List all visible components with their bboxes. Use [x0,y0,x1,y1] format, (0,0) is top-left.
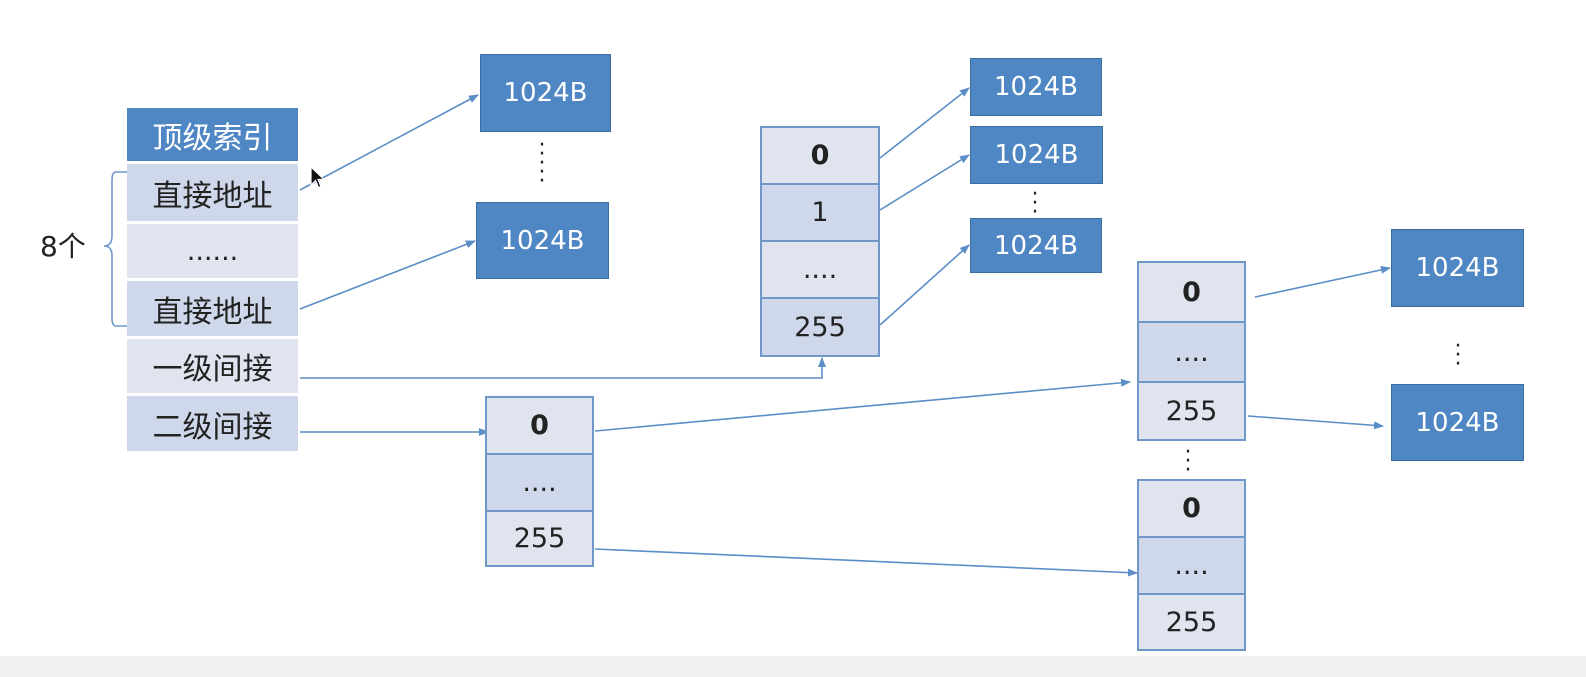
count-bracket [103,171,128,327]
arrow-l2-255 [594,548,1138,577]
second-index-a-cell-255: 255 [1137,381,1246,441]
arrow-idx-1 [879,154,970,211]
index-block-cell-255: 255 [760,297,880,357]
second-index-a-cell-ellipsis: .... [1137,321,1246,383]
arrow-l3-0 [1254,265,1391,298]
data-block-direct-8: 1024B [476,202,609,279]
data-block-single-0: 1024B [970,58,1102,116]
bottom-bar [0,656,1586,677]
index-block-cell-1: 1 [760,183,880,242]
data-block-direct-1: 1024B [480,54,611,132]
second-index-b-cell-0: 0 [1137,479,1246,538]
top-index-header: 顶级索引 [127,108,298,161]
mouse-cursor-icon [310,166,326,189]
double-index-cell-ellipsis: .... [485,453,594,512]
vertical-ellipsis: · · · [1184,440,1192,483]
arrow-single-indirect [300,357,826,379]
data-block-double-0: 1024B [1391,229,1524,307]
index-block-cell-ellipsis: .... [760,240,880,299]
double-index-cell-255: 255 [485,510,594,567]
double-indirect-row: 二级间接 [127,396,298,451]
direct-address-ellipsis-row: ...... [127,224,298,278]
arrow-l2-0 [594,378,1131,432]
direct-address-row-8: 直接地址 [127,281,298,336]
second-index-a-cell-0: 0 [1137,261,1246,323]
second-index-b-cell-ellipsis: .... [1137,536,1246,595]
double-index-cell-0: 0 [485,396,594,455]
arrow-idx-0 [879,87,970,159]
vertical-ellipsis: · · · [1031,182,1039,225]
arrow-direct-1 [299,94,479,191]
single-indirect-row: 一级间接 [127,339,298,393]
arrow-l3-255 [1247,415,1384,430]
data-block-single-1: 1024B [970,126,1103,184]
data-block-single-255: 1024B [970,218,1102,273]
arrow-direct-8 [299,240,476,310]
vertical-ellipsis: · · · [1454,334,1462,377]
data-block-double-255: 1024B [1391,384,1524,461]
second-index-b-cell-255: 255 [1137,593,1246,651]
arrow-idx-255 [879,244,970,326]
vertical-ellipsis: · · · · · [538,133,546,194]
index-block-cell-0: 0 [760,126,880,185]
direct-count-label: 8个 [40,230,86,263]
direct-address-row-1: 直接地址 [127,164,298,221]
